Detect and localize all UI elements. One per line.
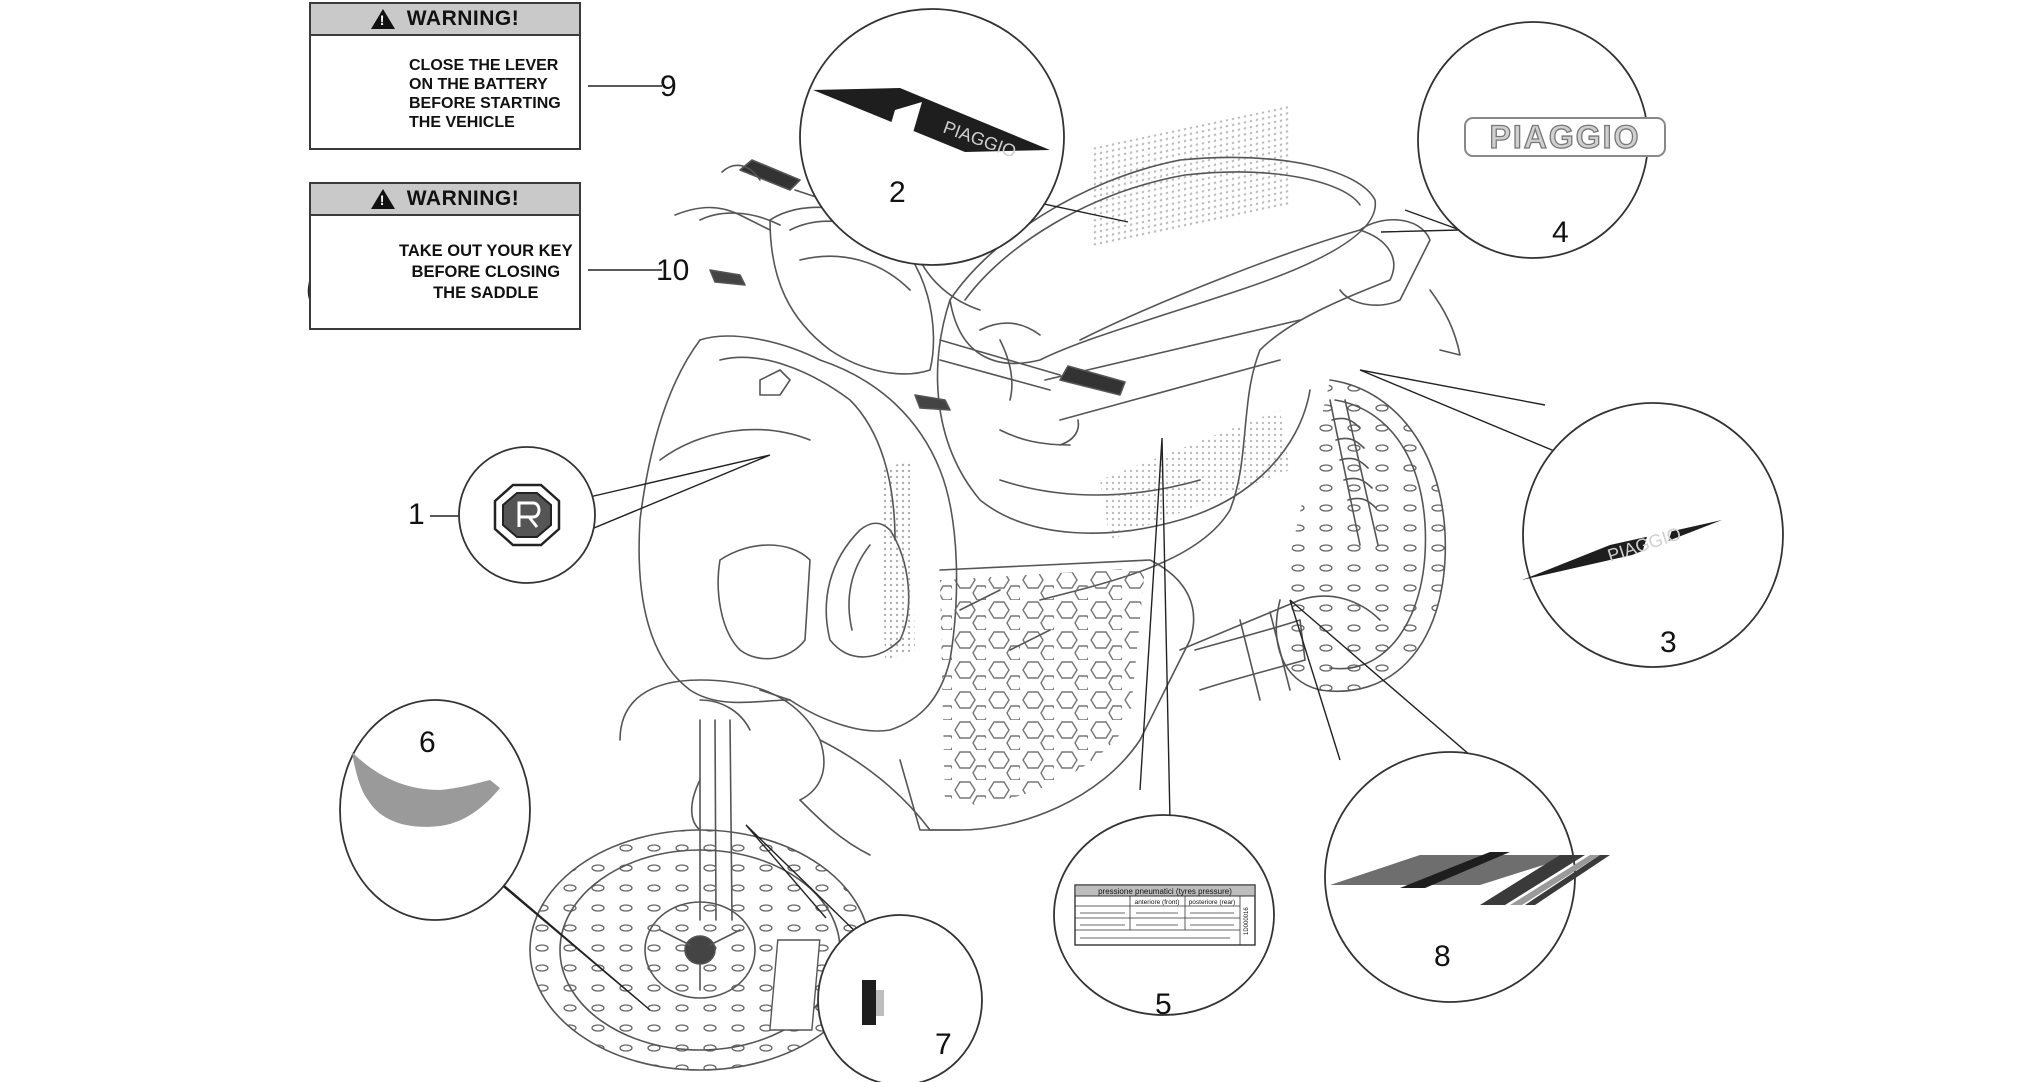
- warning-9-line-2: ON THE BATTERY: [409, 76, 548, 93]
- warning-9-line-3: BEFORE STARTING: [409, 95, 561, 112]
- warning-text-9: CLOSE THE LEVER ON THE BATTERY BEFORE ST…: [409, 56, 561, 132]
- warning-label-10: WARNING! TAKE OUT YOUR KEY BEFORE CLOSIN…: [309, 182, 581, 330]
- right-grip: [1059, 365, 1126, 396]
- rear-wheel: [1275, 379, 1447, 692]
- left-grip: [739, 159, 801, 191]
- homologation-strip-decal: [769, 939, 884, 1031]
- callout-number-1: 1: [408, 498, 425, 531]
- front-mesh: [880, 460, 915, 660]
- callout-number-3: 3: [1660, 626, 1677, 659]
- tyre-label-title: pressione pneumatici (tyres pressure): [1098, 887, 1232, 896]
- warning-heading-9: WARNING!: [311, 4, 579, 36]
- callout-number-4: 4: [1552, 216, 1569, 249]
- piaggio-logo-decal: PIAGGIO: [1464, 117, 1666, 157]
- logo-text: PIAGGIO: [1490, 119, 1641, 155]
- tyre-label-col1: anteriore (front): [1135, 899, 1180, 906]
- leader-8: [1289, 599, 1486, 769]
- tyre-label-code: 1D000016: [1244, 907, 1250, 935]
- grey-swoosh-decal: [352, 752, 500, 827]
- warning-10-line-3: THE SADDLE: [433, 284, 539, 302]
- warning-heading-text-9: WARNING!: [406, 7, 520, 30]
- leader-7: [745, 824, 863, 939]
- callout-number-2: 2: [889, 176, 906, 209]
- callout-number-5: 5: [1155, 988, 1172, 1021]
- callout-number-6: 6: [419, 726, 436, 759]
- circle-7: [817, 914, 983, 1082]
- front-fender: [619, 679, 825, 801]
- warning-10-line-1: TAKE OUT YOUR KEY: [399, 242, 573, 260]
- warning-9-line-4: THE VEHICLE: [409, 114, 515, 131]
- tyre-pressure-label: pressione pneumatici (tyres pressure) an…: [1074, 884, 1256, 946]
- brake-disc: [644, 901, 756, 999]
- front-shield: [699, 335, 958, 732]
- warning-triangle-icon: [370, 9, 395, 29]
- callout-number-8: 8: [1434, 940, 1451, 973]
- warning-9-line-1: CLOSE THE LEVER: [409, 57, 559, 74]
- warning-text-10: TAKE OUT YOUR KEY BEFORE CLOSING THE SAD…: [399, 241, 573, 304]
- callout-number-10: 10: [656, 254, 690, 287]
- leader-4: [1380, 209, 1461, 233]
- warning-heading-10: WARNING!: [311, 184, 579, 216]
- seat: [949, 156, 1377, 365]
- stripe-decal-8: [1330, 852, 1610, 905]
- tyre-label-col2: posteriore (rear): [1189, 899, 1236, 906]
- callout-number-9: 9: [660, 70, 677, 103]
- rear-shock: [1329, 399, 1379, 546]
- warning-heading-text-10: WARNING!: [406, 187, 520, 210]
- leader-5: [1139, 437, 1171, 821]
- side-mesh: [1090, 105, 1290, 249]
- warning-10-line-2: BEFORE CLOSING: [411, 263, 561, 281]
- callout-number-7: 7: [935, 1028, 952, 1061]
- piaggio-shield-icon: [493, 483, 561, 547]
- floorboard: [899, 559, 1195, 831]
- rear-body: [1039, 229, 1395, 601]
- warning-triangle-icon: [370, 189, 395, 209]
- warning-label-9: WARNING! CLOSE THE LEVER ON THE BATTERY …: [309, 2, 581, 150]
